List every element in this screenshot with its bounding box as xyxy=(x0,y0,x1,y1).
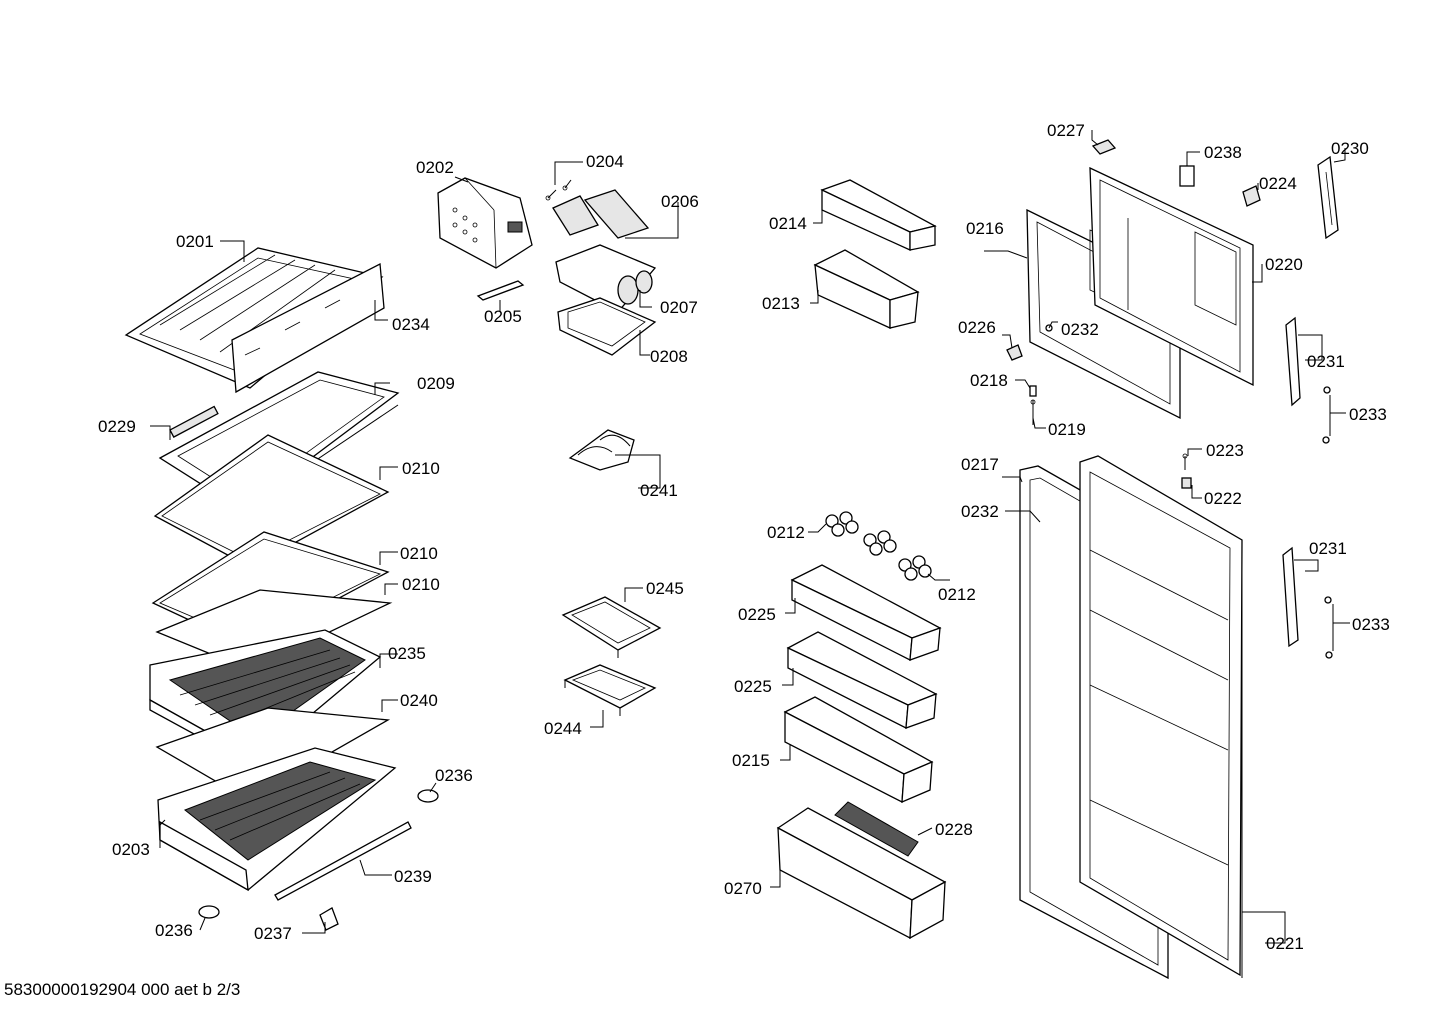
label-0270: 0270 xyxy=(724,879,762,898)
part-0226-hinge xyxy=(1006,344,1023,361)
part-0233-caps-lower xyxy=(1324,596,1333,659)
part-0221-fridge-door xyxy=(1079,455,1243,978)
label-0201: 0201 xyxy=(176,232,214,251)
part-0236-cap-upper xyxy=(417,789,439,803)
label-0234: 0234 xyxy=(392,315,430,334)
label-0224: 0224 xyxy=(1259,174,1297,193)
label-0240: 0240 xyxy=(400,691,438,710)
part-0205-strip xyxy=(476,280,525,301)
part-0219-pin xyxy=(1030,399,1036,425)
label-0236-lower: 0236 xyxy=(155,921,193,940)
label-0210-1: 0210 xyxy=(402,459,440,478)
part-0239-strip xyxy=(274,821,412,901)
part-0222-bracket xyxy=(1181,477,1192,489)
part-labels: 0201 0234 0209 0229 0210 0210 0210 0235 … xyxy=(98,121,1390,953)
part-0206-light-cover xyxy=(552,189,650,239)
part-0236-cap-lower xyxy=(198,905,220,919)
label-0244: 0244 xyxy=(544,719,582,738)
label-0218: 0218 xyxy=(970,371,1008,390)
label-0219: 0219 xyxy=(1048,420,1086,439)
part-0218-bushing xyxy=(1029,385,1037,397)
part-0234-back-panel xyxy=(231,262,385,394)
part-0213-bin xyxy=(813,249,920,330)
part-0225-bin-upper xyxy=(790,564,942,662)
label-0208: 0208 xyxy=(650,347,688,366)
label-0235: 0235 xyxy=(388,644,426,663)
label-0232-2: 0232 xyxy=(961,502,999,521)
label-0212-1: 0212 xyxy=(767,523,805,542)
part-0210-glass-shelf-1 xyxy=(153,434,390,568)
label-0210-3: 0210 xyxy=(402,575,440,594)
drawing-reference-number: 58300000192904 000 aet b 2/3 xyxy=(4,980,241,999)
part-0225-bin-middle xyxy=(786,631,938,730)
part-0214-bin xyxy=(820,179,937,252)
part-0244-tray xyxy=(563,664,657,716)
part-0238-label xyxy=(1179,165,1195,187)
part-0228-divider xyxy=(834,801,919,857)
label-0225-1: 0225 xyxy=(738,605,776,624)
part-0215-bin xyxy=(783,696,934,804)
label-0202: 0202 xyxy=(416,158,454,177)
label-0205: 0205 xyxy=(484,307,522,326)
label-0210-2: 0210 xyxy=(400,544,438,563)
label-0231-2: 0231 xyxy=(1309,539,1347,558)
part-0207-holder xyxy=(555,244,657,313)
label-0204: 0204 xyxy=(586,152,624,171)
label-0238: 0238 xyxy=(1204,143,1242,162)
label-0209: 0209 xyxy=(417,374,455,393)
label-0232-1: 0232 xyxy=(1061,320,1099,339)
label-0231-1: 0231 xyxy=(1307,352,1345,371)
part-0212-egg-tray-1 xyxy=(825,511,859,537)
label-0213: 0213 xyxy=(762,294,800,313)
label-0228: 0228 xyxy=(935,820,973,839)
label-0220: 0220 xyxy=(1265,255,1303,274)
label-0215: 0215 xyxy=(732,751,770,770)
label-0233-1: 0233 xyxy=(1349,405,1387,424)
label-0221: 0221 xyxy=(1266,934,1304,953)
part-0245-shelf xyxy=(561,596,662,658)
label-0216: 0216 xyxy=(966,219,1004,238)
part-0204-screws xyxy=(545,179,572,201)
label-0229: 0229 xyxy=(98,417,136,436)
label-0214: 0214 xyxy=(769,214,807,233)
part-0224-block xyxy=(1242,185,1261,207)
label-0206: 0206 xyxy=(661,192,699,211)
part-0212-egg-tray-2 xyxy=(863,530,897,556)
label-0233-2: 0233 xyxy=(1352,615,1390,634)
leader-lines xyxy=(150,130,1350,944)
label-0239: 0239 xyxy=(394,867,432,886)
label-0230: 0230 xyxy=(1331,139,1369,158)
part-0237-clip xyxy=(319,907,339,931)
part-0201-top-cover xyxy=(124,247,384,389)
part-0203-crisper-drawer xyxy=(157,747,397,892)
label-0245: 0245 xyxy=(646,579,684,598)
part-0208-tray xyxy=(557,297,657,356)
part-0241-ice-trays xyxy=(568,429,635,471)
part-0235-drawer xyxy=(149,629,382,772)
label-0203: 0203 xyxy=(112,840,150,859)
part-0230-hinge-cover xyxy=(1317,155,1339,240)
part-0212-egg-tray-3 xyxy=(898,555,932,581)
label-0212-2: 0212 xyxy=(938,585,976,604)
part-0270-bottle-bin xyxy=(776,807,947,940)
part-0233-caps-upper xyxy=(1322,386,1331,444)
label-0241: 0241 xyxy=(640,481,678,500)
part-0223-screw xyxy=(1182,453,1188,470)
part-0227-part xyxy=(1091,139,1117,155)
label-0236-upper: 0236 xyxy=(435,766,473,785)
label-0225-2: 0225 xyxy=(734,677,772,696)
label-0226: 0226 xyxy=(958,318,996,337)
part-0202-housing xyxy=(437,177,533,269)
label-0237: 0237 xyxy=(254,924,292,943)
part-0220-freezer-door xyxy=(1089,166,1254,387)
label-0227: 0227 xyxy=(1047,121,1085,140)
label-0223: 0223 xyxy=(1206,441,1244,460)
label-0207: 0207 xyxy=(660,298,698,317)
label-0217: 0217 xyxy=(961,455,999,474)
label-0222: 0222 xyxy=(1204,489,1242,508)
part-0231-handle-upper xyxy=(1285,316,1301,407)
part-0231-handle-lower xyxy=(1282,546,1299,648)
